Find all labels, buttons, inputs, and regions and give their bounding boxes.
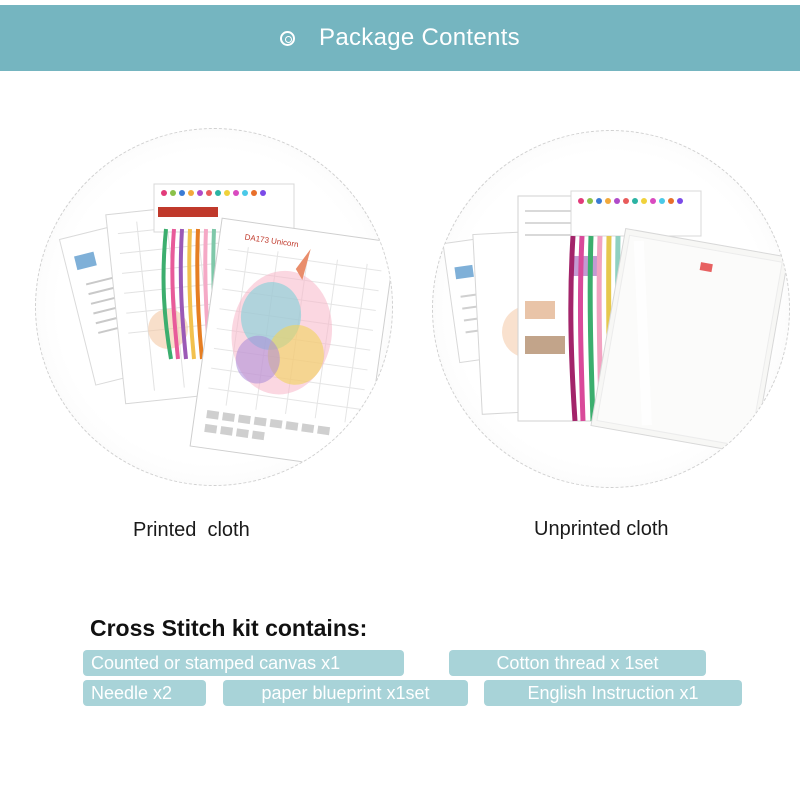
target-ring-icon (280, 30, 296, 46)
kit-item-blueprint: paper blueprint x1set (223, 680, 468, 706)
printed-cloth-caption: Printed cloth (133, 519, 250, 541)
printed-cloth-photo: DA173 Unicorn (35, 128, 393, 486)
header-banner: Package Contents (0, 5, 800, 71)
kit-contents-title: Cross Stitch kit contains: (90, 615, 368, 641)
kit-item-instruction: English Instruction x1 (484, 680, 742, 706)
kit-item-needle: Needle x2 (83, 680, 206, 706)
kit-item-thread: Cotton thread x 1set (449, 650, 706, 676)
page-title: Package Contents (319, 24, 520, 51)
unprinted-cloth-caption: Unprinted cloth (534, 518, 669, 540)
kit-item-canvas: Counted or stamped canvas x1 (83, 650, 404, 676)
unprinted-cloth-illustration (442, 190, 789, 455)
printed-cloth-illustration: DA173 Unicorn (58, 183, 392, 471)
unprinted-cloth-photo (432, 130, 790, 488)
